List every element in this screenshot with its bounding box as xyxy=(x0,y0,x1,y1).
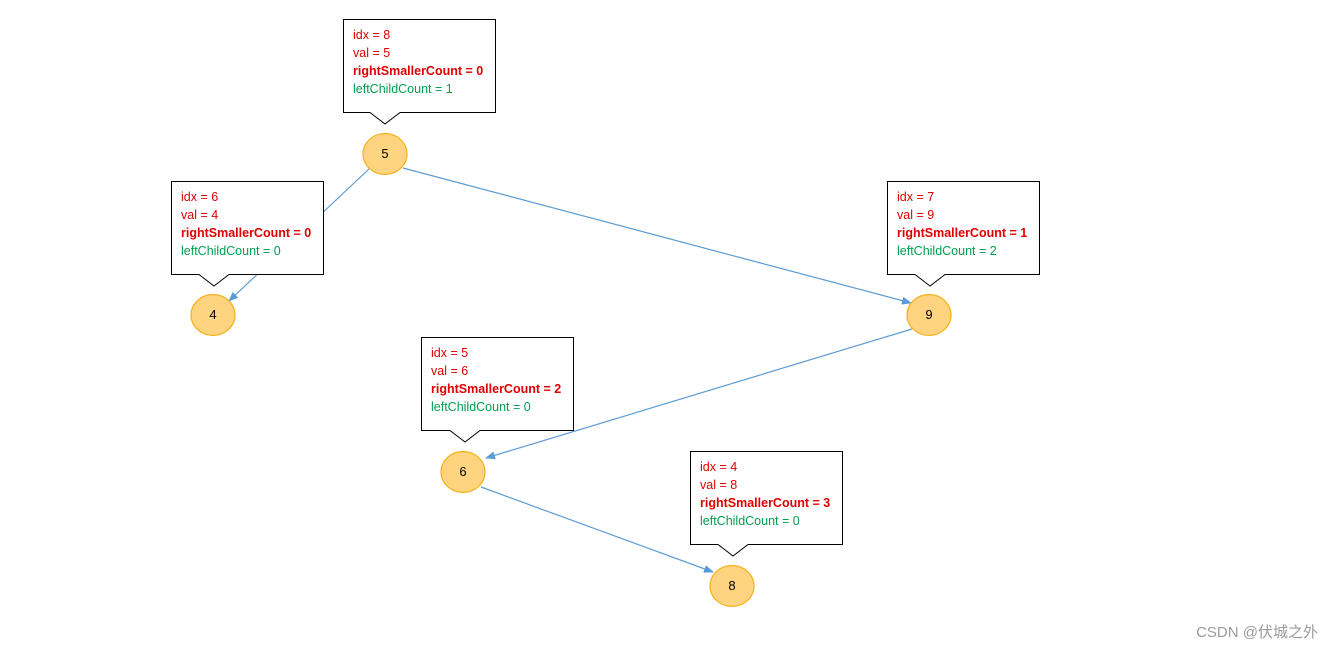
callout-node-9: idx = 7 val = 9 rightSmallerCount = 1 le… xyxy=(888,182,1036,266)
right-smaller-count-text: rightSmallerCount = 0 xyxy=(181,226,312,240)
callout-node-8: idx = 4 val = 8 rightSmallerCount = 3 le… xyxy=(691,452,839,536)
idx-text: idx = 7 xyxy=(897,190,935,204)
tree-node-4 xyxy=(190,293,236,337)
val-text: val = 6 xyxy=(431,364,469,378)
callout-shape-node-6 xyxy=(421,337,574,443)
left-child-count-text: leftChildCount = 1 xyxy=(353,82,453,96)
tree-node-9 xyxy=(906,293,952,337)
edge-5-to-9 xyxy=(402,167,912,305)
callout-shape-node-9 xyxy=(887,181,1040,287)
tree-node-9-label: 9 xyxy=(925,307,933,322)
callout-node-6: idx = 5 val = 6 rightSmallerCount = 2 le… xyxy=(422,338,570,422)
tree-node-8-label: 8 xyxy=(728,578,736,593)
tree-node-5-label: 5 xyxy=(381,146,389,161)
callout-shape-node-8 xyxy=(690,451,843,557)
edge-9-to-6 xyxy=(485,328,913,460)
right-smaller-count-text: rightSmallerCount = 0 xyxy=(353,64,484,78)
left-child-count-text: leftChildCount = 0 xyxy=(181,244,281,258)
idx-text: idx = 8 xyxy=(353,28,391,42)
val-text: val = 8 xyxy=(700,478,738,492)
tree-node-6 xyxy=(440,450,486,494)
idx-text: idx = 4 xyxy=(700,460,738,474)
callout-node-5: idx = 8 val = 5 rightSmallerCount = 0 le… xyxy=(344,20,492,104)
callout-shape-node-4 xyxy=(171,181,324,287)
tree-node-4-label: 4 xyxy=(209,307,217,322)
idx-text: idx = 5 xyxy=(431,346,469,360)
callout-node-4: idx = 6 val = 4 rightSmallerCount = 0 le… xyxy=(172,182,320,266)
val-text: val = 4 xyxy=(181,208,219,222)
tree-node-8 xyxy=(709,564,755,608)
edge-6-to-8 xyxy=(480,486,714,573)
left-child-count-text: leftChildCount = 0 xyxy=(700,514,800,528)
left-child-count-text: leftChildCount = 0 xyxy=(431,400,531,414)
left-child-count-text: leftChildCount = 2 xyxy=(897,244,997,258)
val-text: val = 9 xyxy=(897,208,935,222)
tree-node-5 xyxy=(362,132,408,176)
right-smaller-count-text: rightSmallerCount = 3 xyxy=(700,496,831,510)
callout-shape-node-5 xyxy=(343,19,496,125)
tree-node-6-label: 6 xyxy=(459,464,467,479)
idx-text: idx = 6 xyxy=(181,190,219,204)
right-smaller-count-text: rightSmallerCount = 2 xyxy=(431,382,562,396)
right-smaller-count-text: rightSmallerCount = 1 xyxy=(897,226,1028,240)
val-text: val = 5 xyxy=(353,46,391,60)
watermark: CSDN @伏城之外 xyxy=(1196,624,1318,641)
